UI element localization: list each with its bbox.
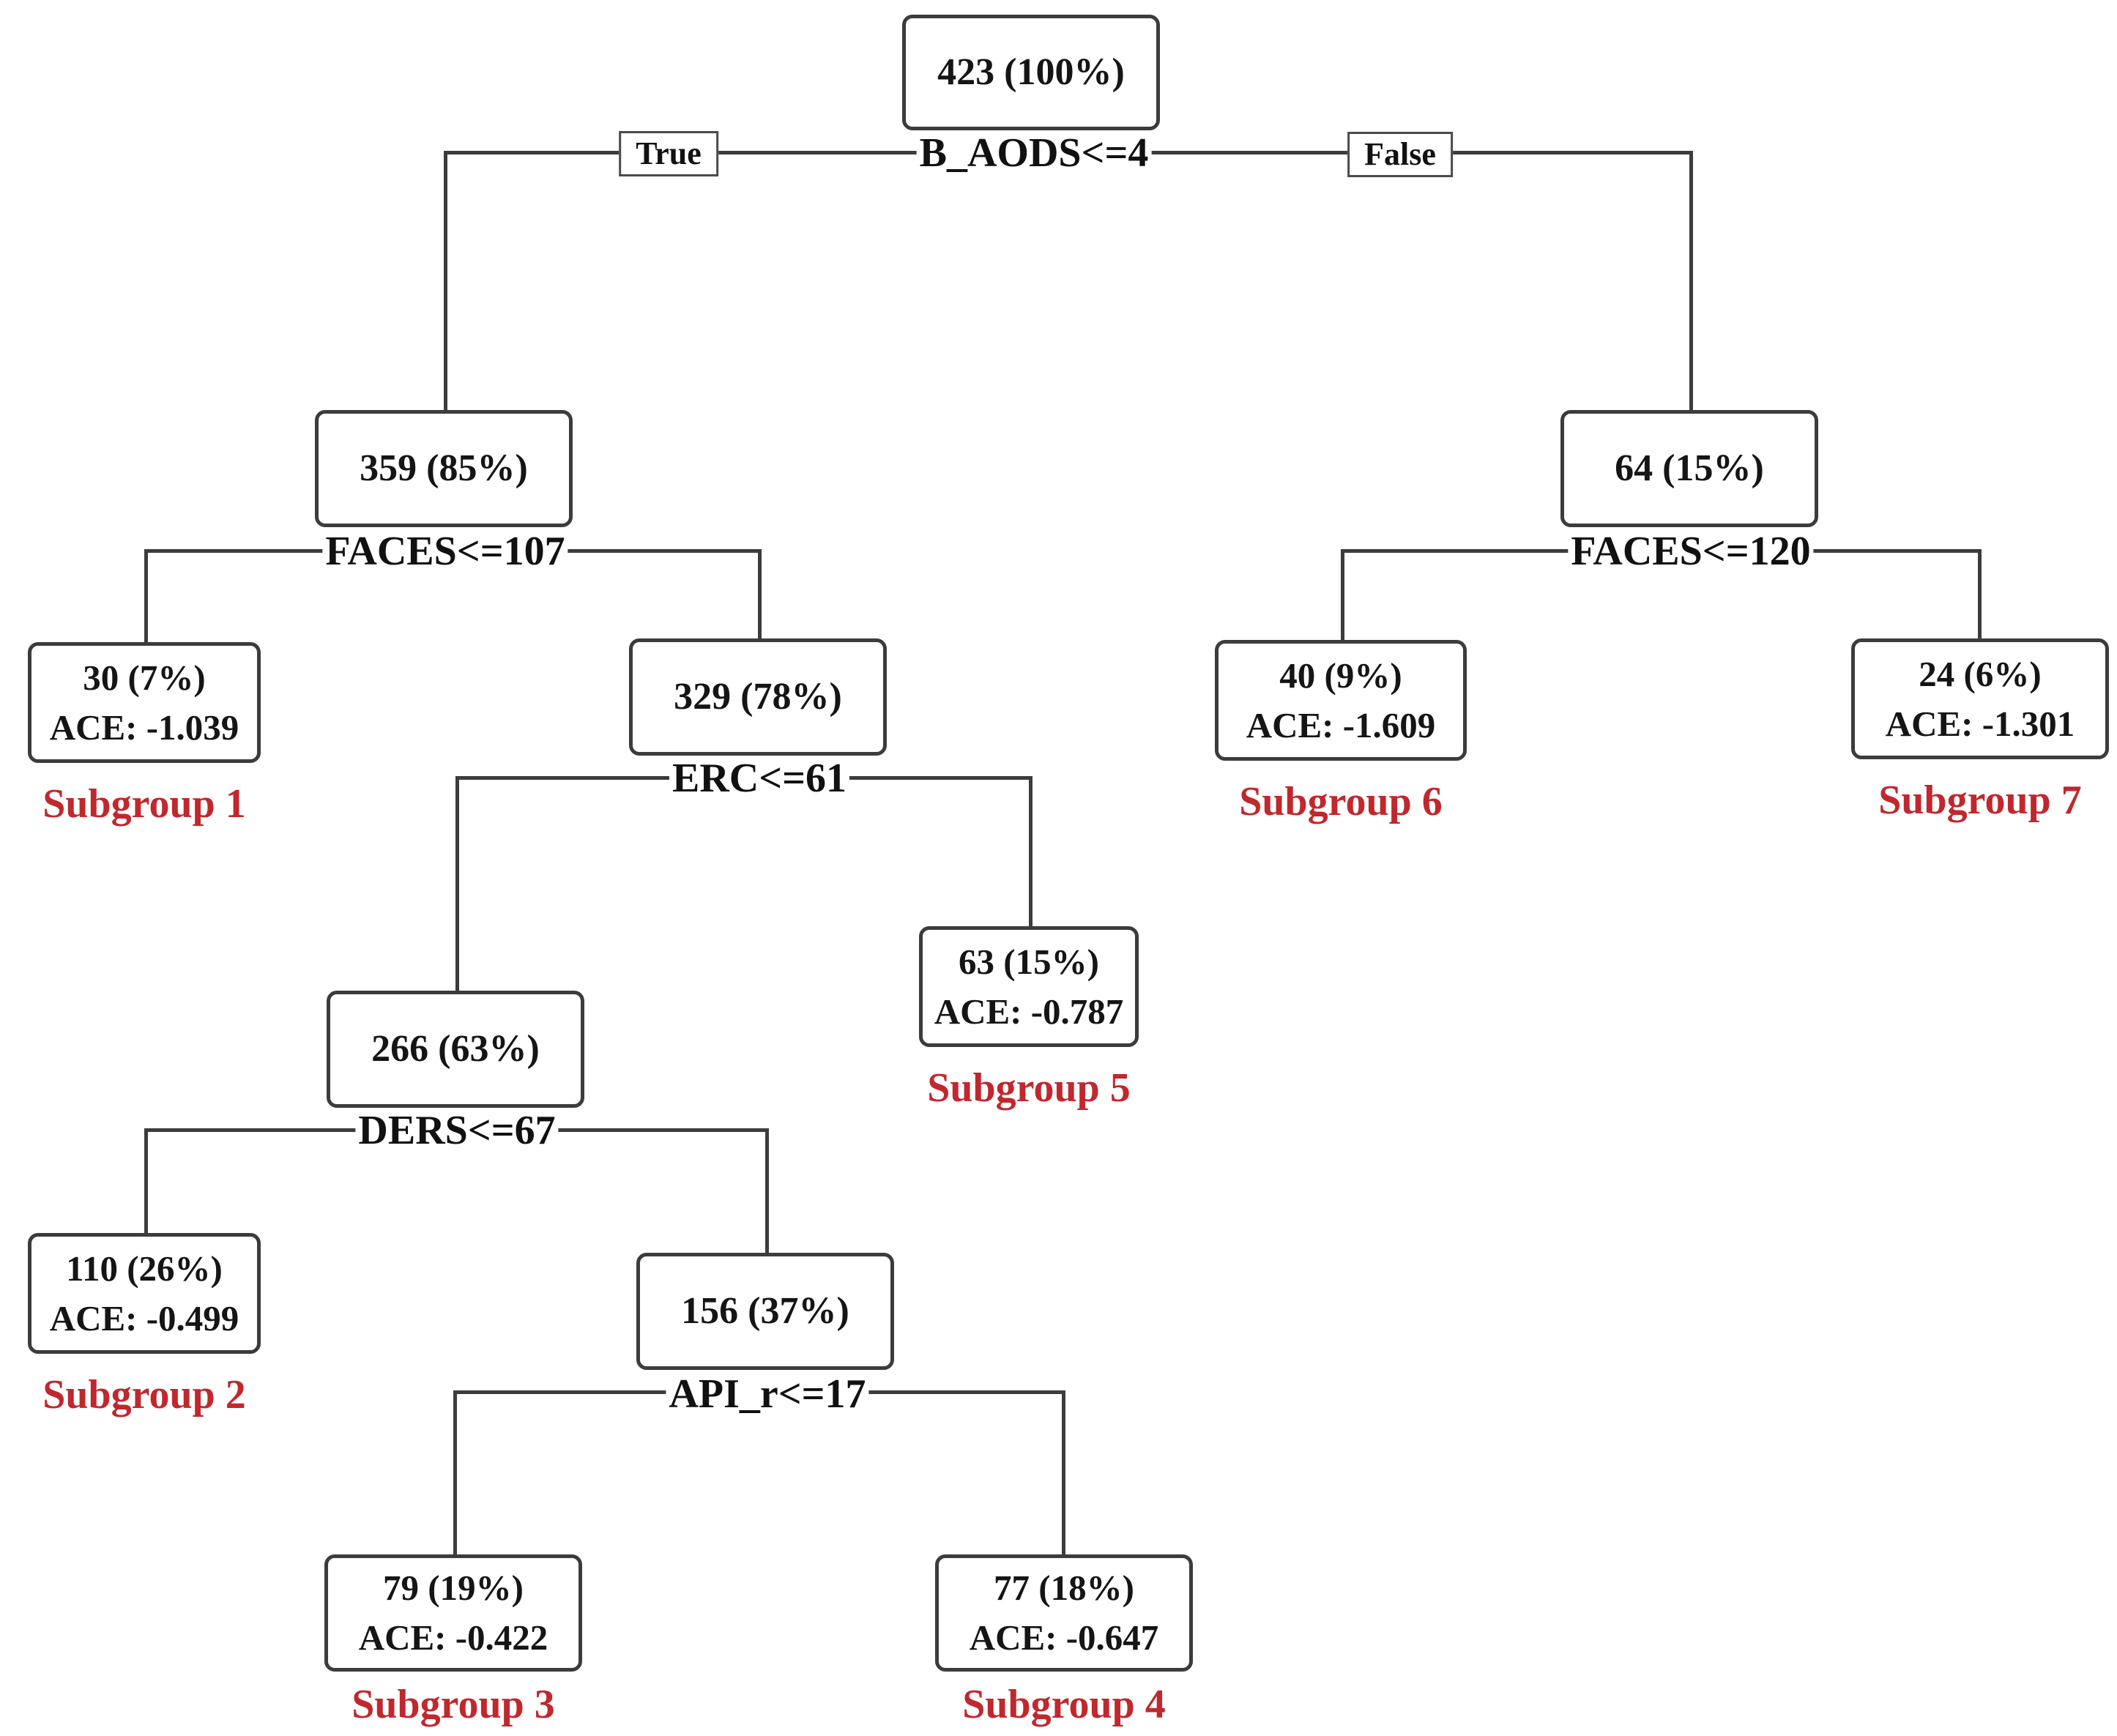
split-condition-b-aods: B_AODS<=4 (916, 131, 1152, 175)
connector-n329-to-sg5 (1029, 776, 1033, 926)
connector-root-to-right (1689, 151, 1693, 411)
subgroup-label-4: Subgroup 4 (962, 1682, 1166, 1727)
connector-n329-to-n266 (455, 776, 459, 991)
node-count: 156 (37%) (681, 1290, 849, 1332)
tree-leaf-subgroup-4: 77 (18%) ACE: -0.647 (935, 1554, 1193, 1672)
leaf-ace-value: ACE: -0.787 (934, 991, 1124, 1032)
edge-label-true: True (619, 131, 718, 176)
leaf-count: 77 (18%) (994, 1568, 1134, 1608)
leaf-count: 30 (7%) (83, 657, 206, 698)
connector-n64-to-sg7 (1978, 549, 1982, 638)
connector-n359-to-sg1 (144, 549, 148, 644)
connector-n156-to-sg4 (1062, 1390, 1065, 1556)
leaf-ace-value: ACE: -1.609 (1246, 704, 1436, 745)
node-count: 329 (78%) (674, 676, 842, 718)
leaf-ace-value: ACE: -1.039 (49, 707, 239, 748)
tree-node-64: 64 (15%) (1560, 410, 1818, 527)
subgroup-label-2: Subgroup 2 (42, 1372, 246, 1418)
split-condition-ders: DERS<=67 (355, 1109, 559, 1152)
tree-leaf-subgroup-7: 24 (6%) ACE: -1.301 (1851, 638, 2109, 759)
subgroup-label-5: Subgroup 5 (927, 1065, 1131, 1111)
leaf-count: 24 (6%) (1919, 653, 2042, 694)
leaf-count: 110 (26%) (66, 1248, 223, 1289)
leaf-count: 40 (9%) (1279, 655, 1402, 696)
split-condition-api-r: API_r<=17 (666, 1372, 869, 1416)
split-condition-erc: ERC<=61 (669, 756, 850, 800)
tree-node-359: 359 (85%) (315, 410, 573, 527)
subgroup-label-7: Subgroup 7 (1878, 778, 2082, 823)
node-count: 359 (85%) (360, 447, 528, 489)
tree-leaf-subgroup-6: 40 (9%) ACE: -1.609 (1215, 640, 1467, 761)
leaf-ace-value: ACE: -0.422 (358, 1617, 548, 1658)
tree-node-266: 266 (63%) (327, 991, 584, 1108)
subgroup-label-3: Subgroup 3 (351, 1682, 555, 1727)
connector-n359-to-n329 (758, 549, 762, 638)
tree-leaf-subgroup-3: 79 (19%) ACE: -0.422 (324, 1554, 582, 1672)
leaf-ace-value: ACE: -1.301 (1885, 703, 2075, 744)
connector-n156-to-sg3 (453, 1390, 457, 1556)
tree-node-156: 156 (37%) (636, 1253, 894, 1370)
node-count: 266 (63%) (371, 1028, 540, 1070)
tree-leaf-subgroup-2: 110 (26%) ACE: -0.499 (28, 1233, 261, 1354)
split-condition-faces-107: FACES<=107 (322, 529, 568, 573)
edge-label-false: False (1347, 132, 1453, 177)
node-count: 423 (100%) (937, 51, 1125, 93)
connector-n64-to-sg6 (1341, 549, 1344, 640)
connector-root-to-left (444, 151, 447, 411)
subgroup-label-1: Subgroup 1 (42, 781, 246, 827)
connector-n266-to-sg2 (144, 1128, 148, 1233)
tree-node-329: 329 (78%) (629, 638, 887, 756)
leaf-ace-value: ACE: -0.647 (969, 1617, 1159, 1658)
leaf-ace-value: ACE: -0.499 (49, 1297, 239, 1338)
subgroup-label-6: Subgroup 6 (1239, 779, 1443, 824)
tree-leaf-subgroup-1: 30 (7%) ACE: -1.039 (28, 642, 261, 763)
split-condition-faces-120: FACES<=120 (1568, 529, 1814, 573)
leaf-count: 79 (19%) (383, 1568, 524, 1608)
node-count: 64 (15%) (1615, 447, 1764, 489)
tree-leaf-subgroup-5: 63 (15%) ACE: -0.787 (919, 926, 1139, 1047)
leaf-count: 63 (15%) (959, 941, 1099, 982)
tree-node-root: 423 (100%) (902, 15, 1160, 130)
connector-n266-to-n156 (765, 1128, 769, 1253)
